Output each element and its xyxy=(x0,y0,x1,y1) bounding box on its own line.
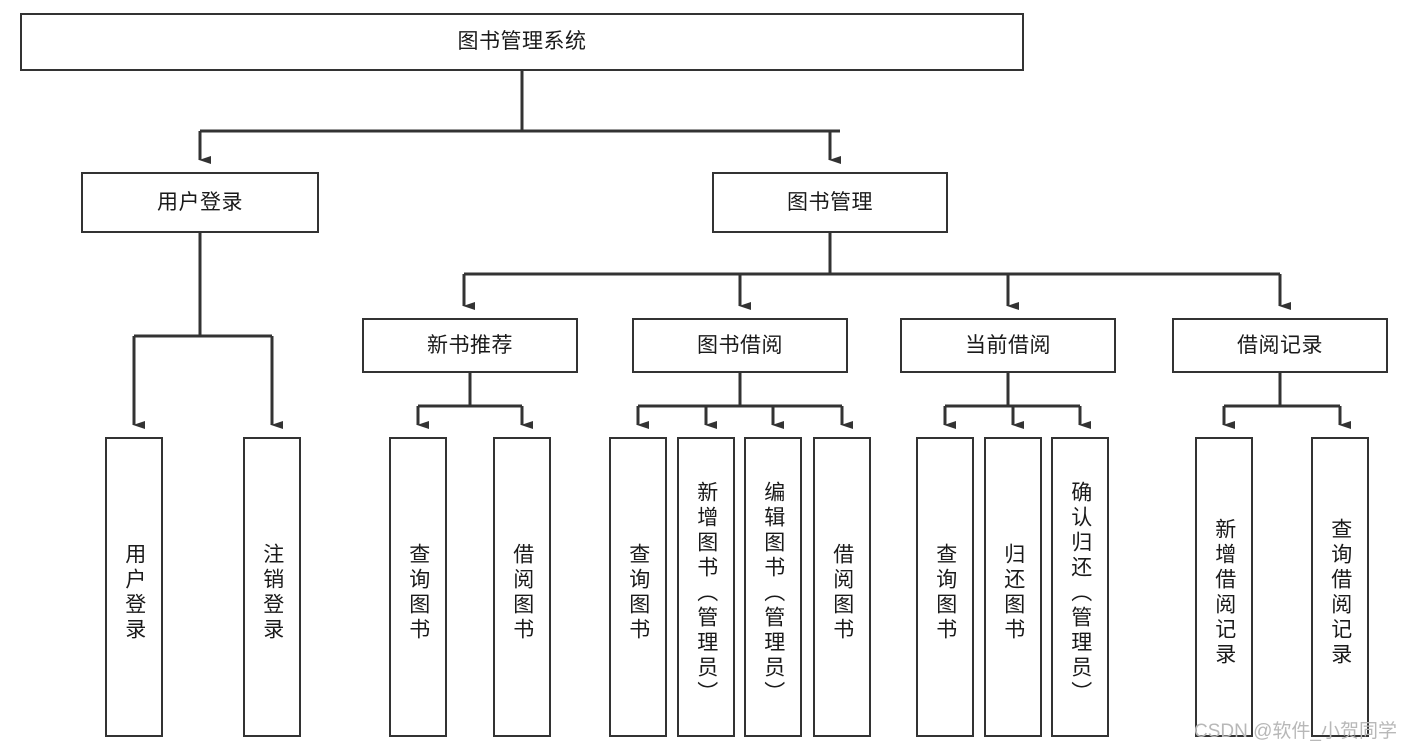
node-new-book-rec[interactable]: 新书推荐 xyxy=(362,318,578,373)
node-leaf-edit-book-label: 编辑图书（管理员） xyxy=(761,481,785,706)
csdn-watermark: CSDN @软件_小贺同学 xyxy=(1194,721,1397,742)
node-leaf-query-book-1[interactable]: 查询图书 xyxy=(389,437,447,737)
node-borrow-record[interactable]: 借阅记录 xyxy=(1172,318,1388,373)
node-borrow-record-label: 借阅记录 xyxy=(1237,333,1323,357)
node-leaf-return-book-label: 归还图书 xyxy=(1001,543,1025,643)
node-book-borrow-label: 图书借阅 xyxy=(697,333,783,357)
node-leaf-logout-label: 注销登录 xyxy=(260,543,284,643)
node-book-manage[interactable]: 图书管理 xyxy=(712,172,948,233)
node-leaf-add-record[interactable]: 新增借阅记录 xyxy=(1195,437,1253,737)
node-leaf-confirm-return[interactable]: 确认归还（管理员） xyxy=(1051,437,1109,737)
node-leaf-add-book-label: 新增图书（管理员） xyxy=(694,481,718,706)
node-leaf-query-book-3[interactable]: 查询图书 xyxy=(916,437,974,737)
node-root-label: 图书管理系统 xyxy=(457,30,587,54)
node-leaf-query-record[interactable]: 查询借阅记录 xyxy=(1311,437,1369,737)
node-leaf-user-login[interactable]: 用户登录 xyxy=(105,437,163,737)
node-leaf-edit-book[interactable]: 编辑图书（管理员） xyxy=(744,437,802,737)
node-leaf-borrow-book-1-label: 借阅图书 xyxy=(510,543,534,643)
node-leaf-add-book[interactable]: 新增图书（管理员） xyxy=(677,437,735,737)
node-leaf-logout[interactable]: 注销登录 xyxy=(243,437,301,737)
node-user-login[interactable]: 用户登录 xyxy=(81,172,319,233)
node-current-borrow[interactable]: 当前借阅 xyxy=(900,318,1116,373)
node-user-login-label: 用户登录 xyxy=(157,190,243,214)
node-new-book-rec-label: 新书推荐 xyxy=(427,333,513,357)
node-book-borrow[interactable]: 图书借阅 xyxy=(632,318,848,373)
node-current-borrow-label: 当前借阅 xyxy=(965,333,1051,357)
node-leaf-return-book[interactable]: 归还图书 xyxy=(984,437,1042,737)
node-leaf-confirm-return-label: 确认归还（管理员） xyxy=(1068,481,1092,706)
node-leaf-user-login-label: 用户登录 xyxy=(122,543,146,643)
node-leaf-add-record-label: 新增借阅记录 xyxy=(1212,518,1236,668)
node-leaf-query-book-3-label: 查询图书 xyxy=(933,543,957,643)
node-leaf-borrow-book-2-label: 借阅图书 xyxy=(830,543,854,643)
node-leaf-borrow-book-1[interactable]: 借阅图书 xyxy=(493,437,551,737)
node-root[interactable]: 图书管理系统 xyxy=(20,13,1024,71)
node-leaf-borrow-book-2[interactable]: 借阅图书 xyxy=(813,437,871,737)
node-leaf-query-book-2[interactable]: 查询图书 xyxy=(609,437,667,737)
node-leaf-query-record-label: 查询借阅记录 xyxy=(1328,518,1352,668)
node-leaf-query-book-1-label: 查询图书 xyxy=(406,543,430,643)
node-leaf-query-book-2-label: 查询图书 xyxy=(626,543,650,643)
node-book-manage-label: 图书管理 xyxy=(787,190,873,214)
